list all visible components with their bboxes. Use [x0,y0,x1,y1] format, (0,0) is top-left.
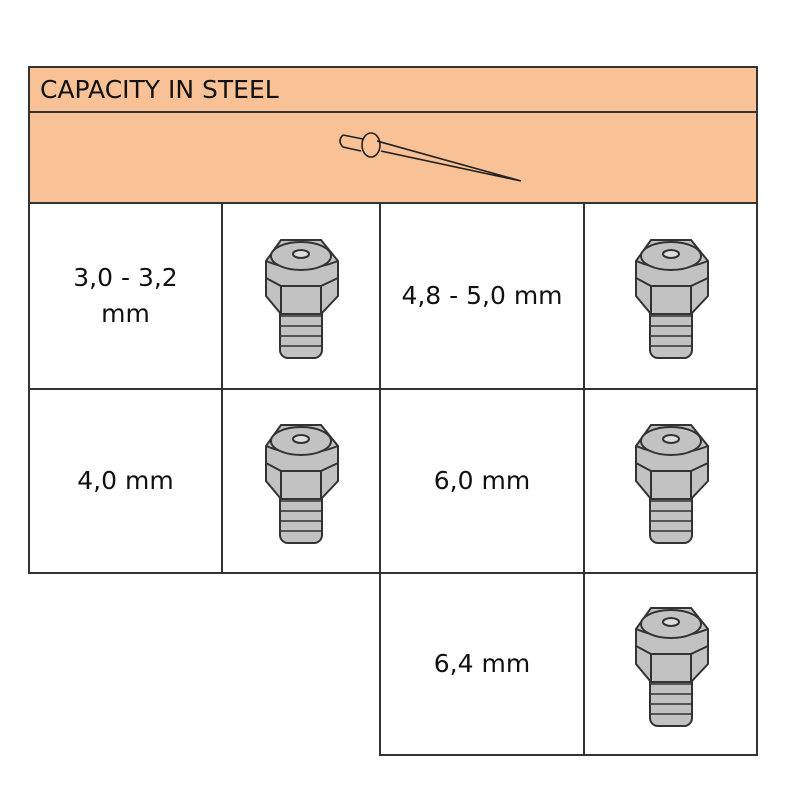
nozzle-cell [221,388,381,574]
nozzle-cell [583,572,758,756]
table-title: CAPACITY IN STEEL [28,66,758,113]
size-cell: 4,0 mm [28,388,223,574]
nozzle-cell [583,388,758,574]
nozzle-icon [634,607,709,727]
nozzle-icon [265,239,339,359]
nozzle-cell [583,202,758,390]
nozzle-icon [265,424,339,544]
size-label: 6,4 mm [433,648,531,678]
nozzle-icon [634,239,709,359]
size-label: 6,0 mm [433,465,531,495]
size-label: 4,8 - 5,0 mm [401,280,563,310]
size-cell: 4,8 - 5,0 mm [379,202,585,390]
size-cell: 3,0 - 3,2 mm [28,202,223,390]
nozzle-icon [634,424,709,544]
size-label: 3,0 - 3,2 mm [73,262,178,328]
rivet-row [28,111,758,204]
rivet-icon [339,131,522,182]
size-cell: 6,4 mm [379,572,585,756]
size-label: 4,0 mm [77,465,174,495]
title-text: CAPACITY IN STEEL [40,75,279,104]
nozzle-cell [221,202,381,390]
size-cell: 6,0 mm [379,388,585,574]
